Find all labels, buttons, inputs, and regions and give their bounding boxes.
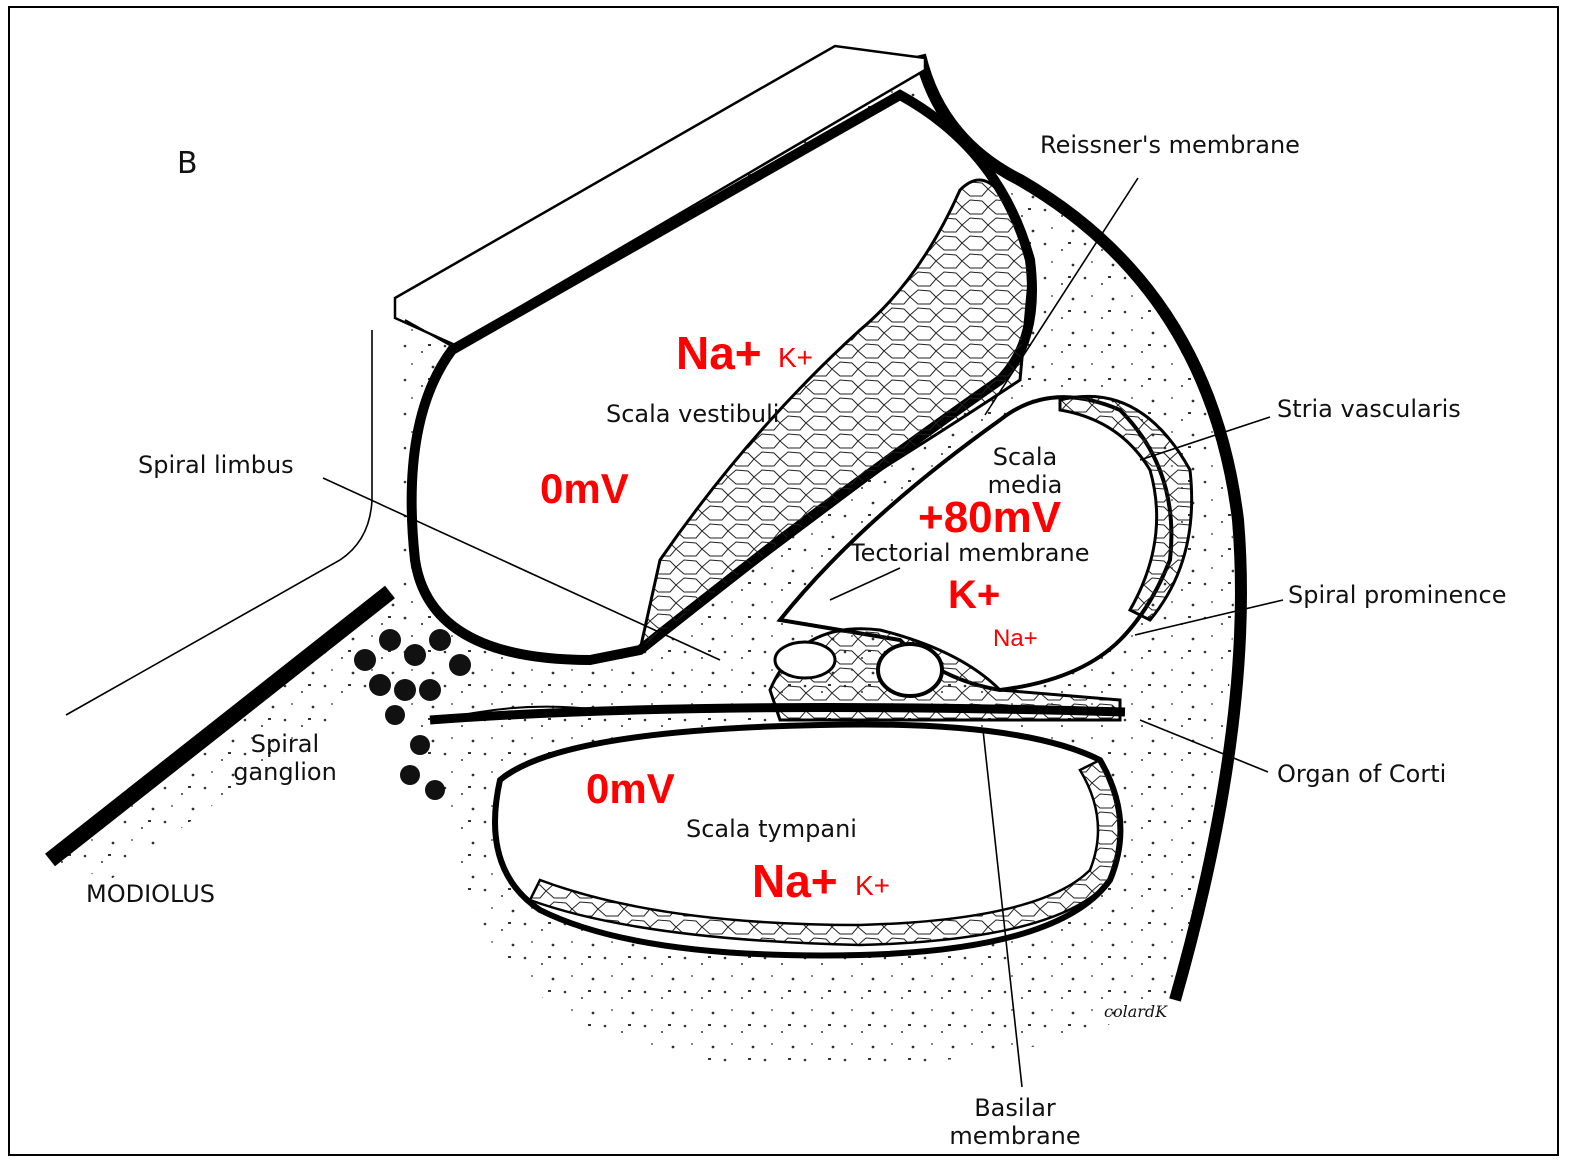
label-spiral-ganglion-line2: ganglion [225,759,345,787]
figure-label: B [177,146,198,181]
label-reissners-membrane: Reissner's membrane [1040,132,1300,160]
label-scala-media: Scala media [985,444,1065,499]
label-spiral-limbus: Spiral limbus [138,452,294,480]
annotation-vestibuli-na: Na+ [676,330,762,376]
label-scala-media-line1: Scala [985,444,1065,472]
label-modiolus: MODIOLUS [86,881,215,909]
label-basilar-membrane-line2: membrane [945,1123,1085,1151]
label-spiral-ganglion: Spiral ganglion [225,731,345,786]
label-organ-of-corti: Organ of Corti [1277,761,1446,789]
annotation-media-potential: +80mV [918,496,1061,540]
label-basilar-membrane-line1: Basilar [945,1095,1085,1123]
label-stria-vascularis: Stria vascularis [1277,396,1461,424]
modiolus-bone [50,330,440,880]
annotation-media-k: K+ [948,575,1000,615]
label-spiral-ganglion-line1: Spiral [225,731,345,759]
annotation-tympani-k: K+ [855,872,890,900]
annotation-vestibuli-k: K+ [778,344,813,372]
label-tectorial-membrane: Tectorial membrane [850,540,1089,568]
annotation-vestibuli-potential: 0mV [540,468,629,510]
label-scala-tympani: Scala tympani [686,816,857,844]
label-scala-vestibuli: Scala vestibuli [606,401,779,429]
label-basilar-membrane: Basilar membrane [945,1095,1085,1150]
annotation-tympani-potential: 0mV [586,768,675,810]
artist-signature: colardK [1104,1002,1167,1021]
annotation-tympani-na: Na+ [752,858,838,904]
label-spiral-prominence: Spiral prominence [1288,582,1506,610]
annotation-media-na: Na+ [993,627,1038,651]
